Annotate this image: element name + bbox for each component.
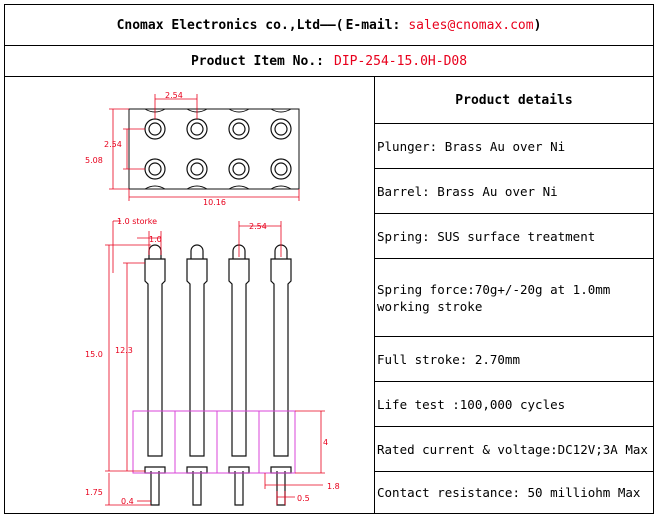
item-code: DIP-254-15.0H-D08: [334, 53, 468, 69]
pin: [228, 244, 250, 506]
hole: [270, 118, 292, 140]
side-view-pins: [144, 244, 292, 506]
top-view: [128, 108, 300, 190]
pin: [270, 244, 292, 506]
detail-rated-current: Rated current & voltage:DC12V;3A Max: [375, 427, 653, 472]
product-sheet: Cnomax Electronics co.,Ltd ——( E-mail: s…: [4, 4, 654, 514]
dim-width: 10.16: [203, 198, 226, 207]
header-separator: ——(: [320, 17, 344, 33]
header-close: ): [533, 17, 542, 33]
detail-spring: Spring: SUS surface treatment: [375, 214, 653, 259]
top-view-holes: [144, 118, 292, 180]
item-row: Product Item No.: DIP-254-15.0H-D08: [5, 46, 653, 77]
drawing-svg: 2.54 2.54 5.08 10.16: [85, 91, 340, 506]
detail-plunger: Plunger: Brass Au over Ni: [375, 124, 653, 169]
top-view-notches-bottom: [144, 185, 292, 190]
details-table: Product details Plunger: Brass Au over N…: [375, 77, 653, 513]
top-view-outline: [128, 108, 300, 190]
dim-pin-dia: 0.5: [297, 494, 310, 503]
pin: [186, 244, 208, 506]
header-row: Cnomax Electronics co.,Ltd ——( E-mail: s…: [5, 5, 653, 46]
hole: [186, 158, 208, 180]
detail-spring-force: Spring force:70g+/-20g at 1.0mm working …: [375, 259, 653, 337]
dim-height: 5.08: [85, 156, 103, 165]
dim-pitch-side: 2.54: [104, 140, 122, 149]
hole: [144, 158, 166, 180]
detail-life-test: Life test :100,000 cycles: [375, 382, 653, 427]
dim-upper: 12.3: [115, 346, 133, 355]
hole: [228, 118, 250, 140]
dim-body: 4: [323, 438, 328, 447]
detail-barrel: Barrel: Brass Au over Ni: [375, 169, 653, 214]
side-view-dimensions: [105, 220, 325, 506]
company-name: Cnomax Electronics co.,Ltd: [116, 17, 321, 33]
details-title: Product details: [375, 77, 653, 124]
hole: [144, 118, 166, 140]
pin: [144, 244, 166, 506]
hole: [228, 158, 250, 180]
detail-full-stroke: Full stroke: 2.70mm: [375, 337, 653, 382]
dim-offset: 1.8: [327, 482, 340, 491]
dim-stroke-label: 1.0 storke: [117, 217, 157, 226]
top-view-dimensions: [109, 94, 300, 201]
dim-pitch-top: 2.54: [165, 91, 183, 100]
email-label: E-mail:: [345, 17, 401, 33]
email-link[interactable]: sales@cnomax.com: [408, 17, 534, 33]
dim-total-height: 15.0: [85, 350, 103, 359]
dim-tip: 1.0: [149, 235, 162, 244]
housing: [132, 410, 296, 474]
dim-pin-length: 1.75: [85, 488, 103, 497]
dim-pitch-side-view: 2.54: [249, 222, 267, 231]
hole: [186, 118, 208, 140]
detail-contact-resistance: Contact resistance: 50 milliohm Max: [377, 485, 641, 500]
technical-drawing: 2.54 2.54 5.08 10.16: [5, 77, 375, 513]
item-label: Product Item No.:: [190, 53, 324, 69]
dim-pin-width: 0.4: [121, 497, 134, 506]
content-body: 2.54 2.54 5.08 10.16: [5, 77, 653, 513]
hole: [270, 158, 292, 180]
